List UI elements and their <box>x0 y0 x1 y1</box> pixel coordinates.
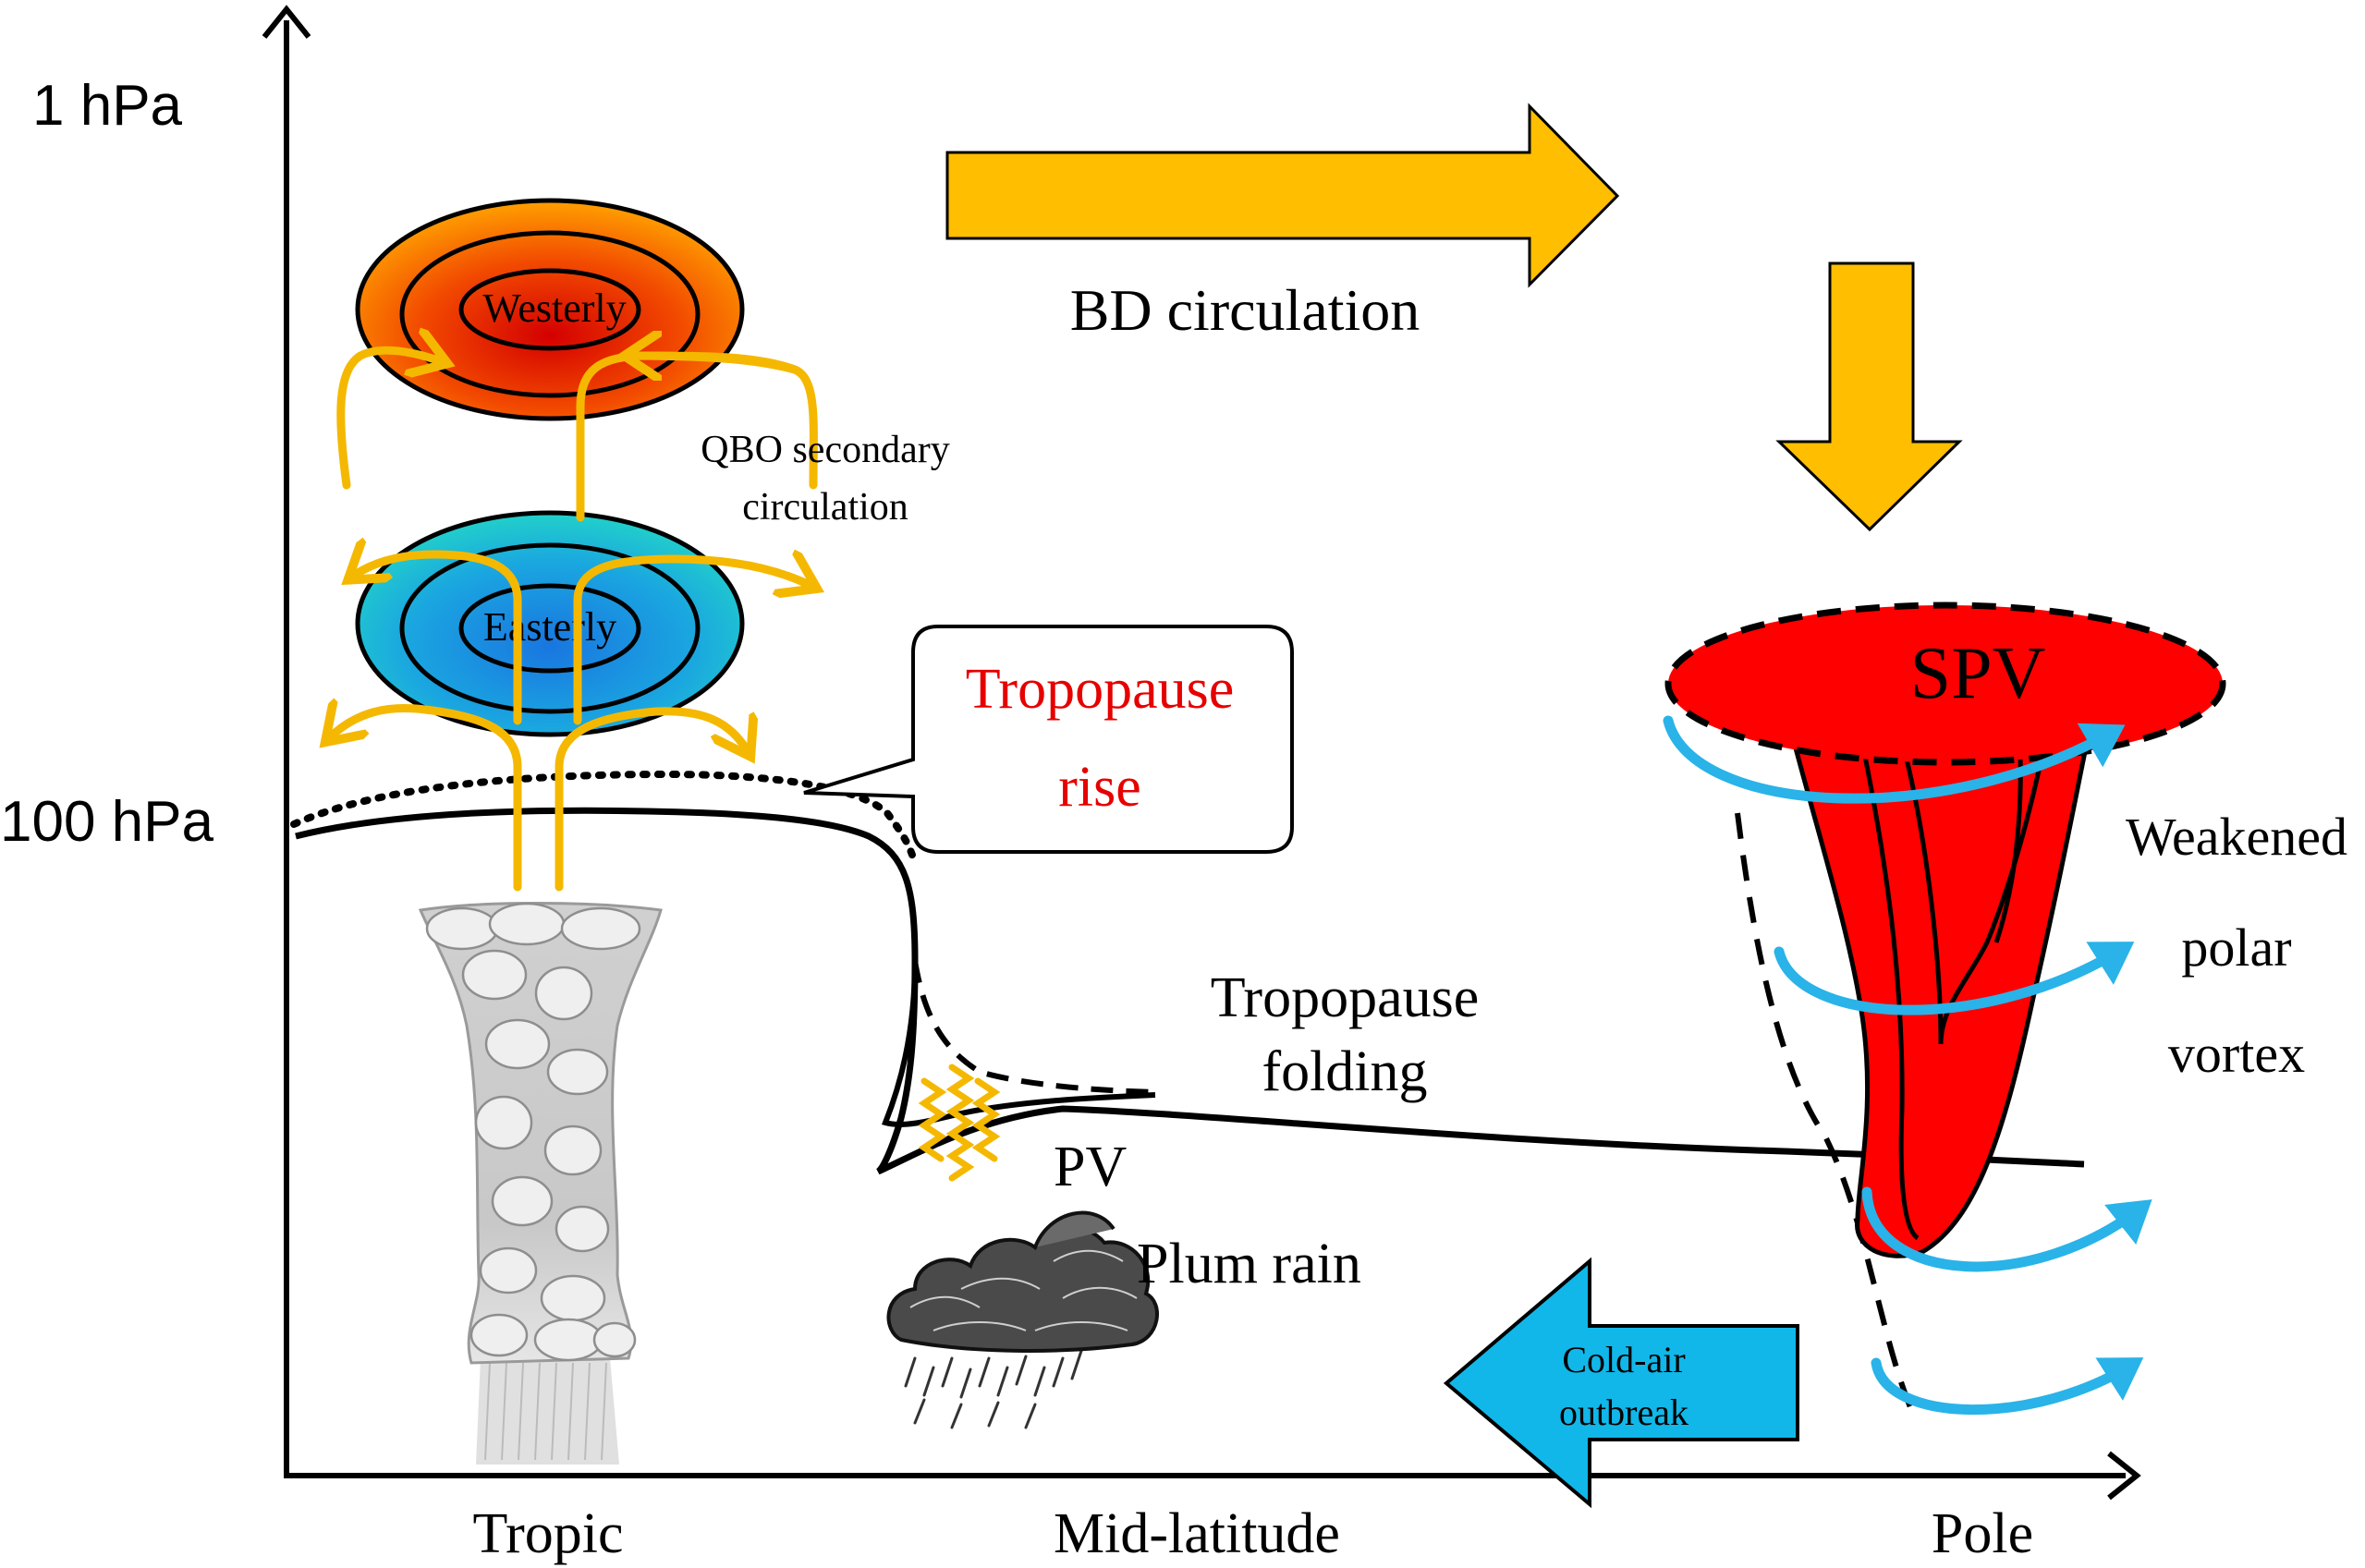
y-axis <box>262 5 311 1478</box>
weakened-vortex-label-2: polar <box>2181 918 2291 978</box>
qbo-secondary-label-2: circulation <box>742 486 908 529</box>
x-label-tropic: Tropic <box>472 1502 623 1565</box>
y-label-1hpa: 1 hPa <box>32 74 183 138</box>
westerly-label: Westerly <box>482 286 626 331</box>
easterly-label: Easterly <box>483 604 616 650</box>
x-label-pole: Pole <box>1932 1502 2033 1565</box>
bd-circulation-arrow-right <box>945 103 1620 288</box>
bd-circulation-arrow-down <box>1775 261 1963 532</box>
tropopause-folding-label-2: folding <box>1262 1040 1427 1103</box>
y-label-100hpa: 100 hPa <box>0 790 214 854</box>
qbo-secondary-circulation-arrows <box>328 350 813 892</box>
x-label-mid-latitude: Mid-latitude <box>1054 1502 1340 1565</box>
weakened-vortex-label-1: Weakened <box>2126 807 2347 867</box>
x-axis <box>284 1451 2141 1501</box>
tropopause-dotted-line <box>290 770 919 868</box>
tropopause-rise-label-1: Tropopause <box>966 658 1235 721</box>
spv-label: SPV <box>1910 633 2046 714</box>
plum-rain-label: Plum rain <box>1137 1233 1361 1295</box>
vortex-swirl-arrows <box>1663 715 2152 1416</box>
qbo-secondary-label-1: QBO secondary <box>701 429 949 471</box>
rain-cloud-icon <box>886 1210 1159 1429</box>
tropopause-fold-dashed <box>912 960 1156 1095</box>
spv-vortex <box>1664 602 2226 1416</box>
tropopause-folding-label-1: Tropopause <box>1211 966 1480 1029</box>
cold-air-label-2: outbreak <box>1559 1392 1688 1433</box>
weakened-vortex-label-3: vortex <box>2168 1024 2305 1084</box>
convective-plume-icon <box>418 902 663 1465</box>
tropopause-solid-line <box>295 807 2085 1175</box>
cold-air-outbreak-arrow <box>1443 1257 1799 1509</box>
tropopause-fold-solid <box>881 960 1156 1127</box>
easterly-ellipse <box>355 510 745 737</box>
cold-air-label-1: Cold-air <box>1562 1339 1685 1380</box>
pv-label: PV <box>1054 1136 1127 1198</box>
bd-circulation-label: BD circulation <box>1070 277 1420 343</box>
tropopause-rise-label-2: rise <box>1058 756 1141 819</box>
tropopause-rise-callout <box>803 625 1294 854</box>
pv-squiggle-icon <box>918 1064 1001 1182</box>
